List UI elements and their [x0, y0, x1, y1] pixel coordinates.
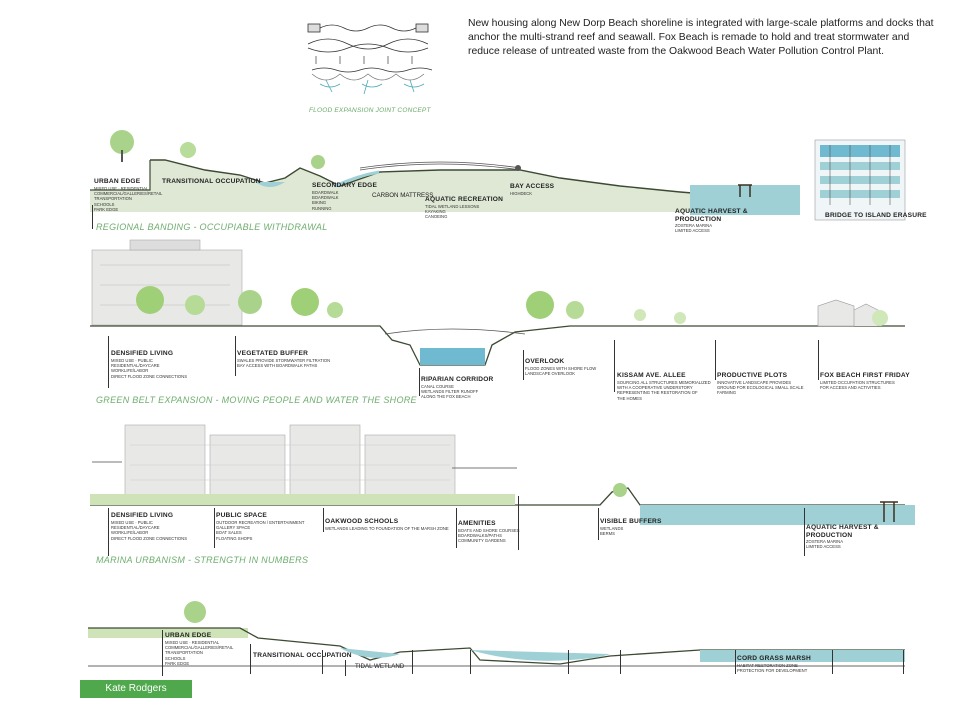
- section-1-label-7: BRIDGE TO ISLAND ERASURE: [825, 212, 927, 219]
- section-3-label-0: DENSIFIED LIVING MIXED USE · PUBLIC RESI…: [111, 512, 188, 541]
- section-3-label-4: VISIBLE BUFFERS WETLANDS BERMS: [600, 518, 662, 536]
- section-2-label-2: RIPARIAN CORRIDOR CANAL COURSE WETLANDS …: [421, 376, 494, 400]
- section-1-label-5: BAY ACCESS HIGHDECK: [510, 183, 555, 196]
- section-3-label-5: AQUATIC HARVEST & PRODUCTION ZOSTERA MAR…: [806, 524, 879, 550]
- section-2-label-0: DENSIFIED LIVING MIXED USE · PUBLIC RESI…: [111, 350, 188, 379]
- section-2-drawing: [90, 239, 905, 366]
- section-2-label-6: FOX BEACH FIRST FRIDAY LIMITED OCCUPATIO…: [820, 372, 910, 390]
- intro-paragraph: New housing along New Dorp Beach shoreli…: [468, 18, 934, 58]
- section-3-label-2: OAKWOOD SCHOOLS WETLANDS LEADING TO FOUN…: [325, 518, 449, 531]
- section-1-label-6: AQUATIC HARVEST & PRODUCTION ZOSTERA MAR…: [675, 208, 748, 234]
- section-1-label-1: TRANSITIONAL OCCUPATION: [162, 178, 261, 185]
- section-1-label-2: SECONDARY EDGE BOARDWALK BOARDWALK BIKIN…: [312, 182, 378, 211]
- section-4-label-3: CORD GRASS MARSH HABITAT RESTORATION ZON…: [737, 655, 811, 673]
- concept-caption: FLOOD EXPANSION JOINT CONCEPT: [309, 107, 431, 114]
- section-2-label-4: KISSAM AVE. ALLEE SOURCING ALL STRUCTURE…: [617, 372, 711, 401]
- section-3-drawing: [90, 424, 915, 525]
- section-1-label-3: CARBON MATTRESS: [372, 192, 434, 199]
- section-4-label-2: TIDAL WETLAND: [355, 663, 405, 670]
- section-2-label-3: OVERLOOK FLOOD ZONES WITH SHORE FLOW LAN…: [525, 358, 597, 376]
- section-4-label-1: TRANSITIONAL OCCUPATION: [253, 652, 352, 659]
- section-3-label-3: AMENITIES BOATS AND SHORE COURSES BOARDW…: [458, 520, 520, 544]
- section-1-label-0: URBAN EDGE MIXED USE · RESIDENTIAL COMME…: [94, 178, 163, 213]
- section-4-label-0: URBAN EDGE MIXED USE · RESIDENTIAL COMME…: [165, 632, 234, 667]
- section-2-label-1: VEGETATED BUFFER SWALES PROVIDE STORMWAT…: [237, 350, 331, 368]
- section-1-title: REGIONAL BANDING - OCCUPIABLE WITHDRAWAL: [96, 222, 328, 232]
- section-1-label-4: AQUATIC RECREATION TIDAL WETLAND LESSONS…: [425, 196, 504, 220]
- flood-joint-concept: [307, 23, 433, 95]
- section-3-label-1: PUBLIC SPACE OUTDOOR RECREATION / ENTERT…: [216, 512, 305, 541]
- author-badge: Kate Rodgers: [80, 680, 192, 698]
- section-4-drawing: [88, 601, 905, 665]
- section-1-drawing: [90, 130, 906, 221]
- section-3-title: MARINA URBANISM - STRENGTH IN NUMBERS: [96, 555, 309, 565]
- section-2-label-5: PRODUCTIVE PLOTS INNOVATIVE LANDSCAPE PR…: [717, 372, 804, 396]
- section-2-title: GREEN BELT EXPANSION - MOVING PEOPLE AND…: [96, 395, 417, 405]
